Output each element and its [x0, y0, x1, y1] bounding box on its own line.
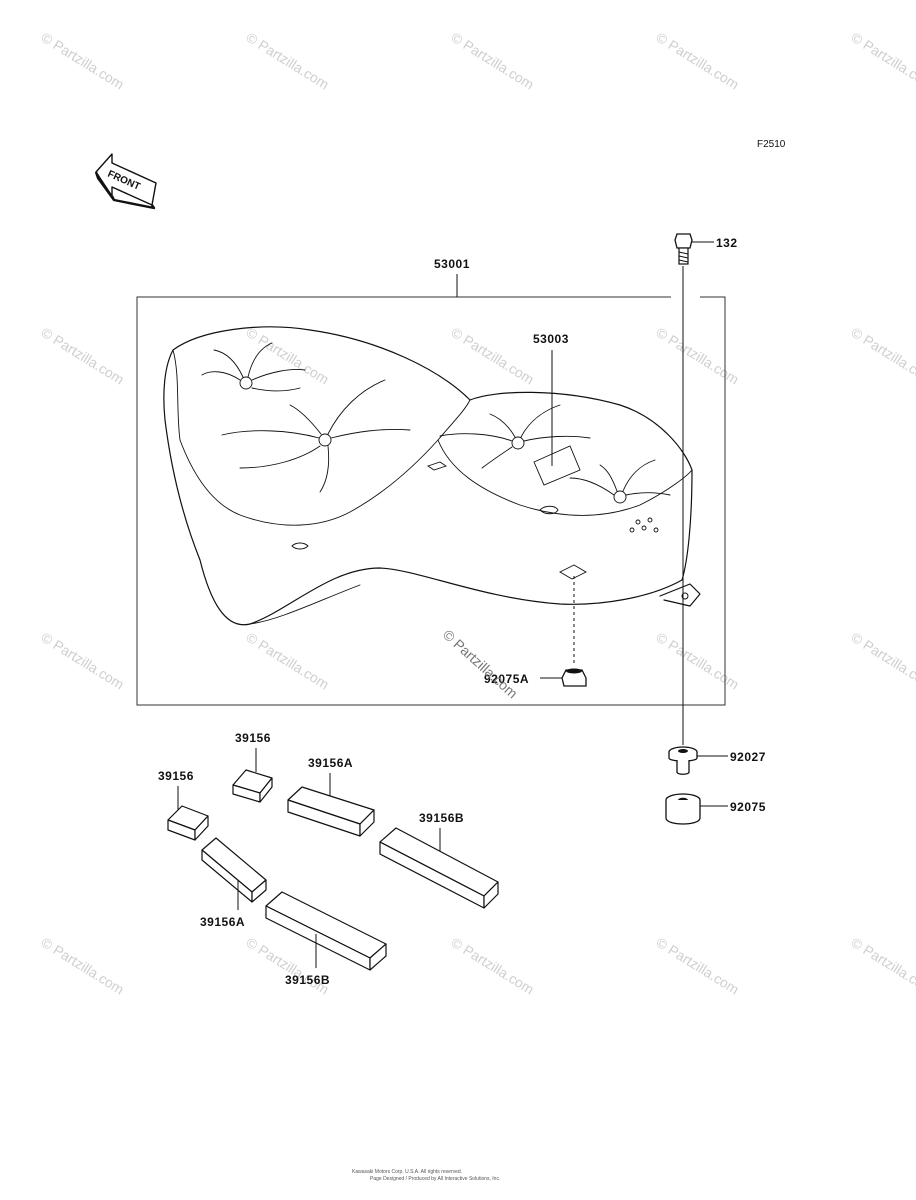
watermark: © Partzilla.com [848, 324, 916, 388]
label-39156b-right: 39156B [419, 811, 464, 825]
pad-39156a-top: 39156A [287, 756, 375, 837]
watermark: © Partzilla.com [653, 629, 741, 693]
watermark: © Partzilla.com [848, 629, 916, 693]
label-92027: 92027 [730, 750, 766, 764]
watermark: © Partzilla.com [243, 29, 331, 93]
footer-line-1: Kawasaki Motors Corp. U.S.A. All rights … [352, 1169, 462, 1175]
watermark: © Partzilla.com [653, 29, 741, 93]
label-39156-top: 39156 [235, 731, 271, 745]
label-92075a: 92075A [484, 672, 529, 686]
label-39156a-bottom: 39156A [200, 915, 245, 929]
seat-frame: 53001 [136, 257, 726, 706]
pad-39156b-right: 39156B [379, 811, 499, 909]
label-53001: 53001 [434, 257, 470, 271]
bolt-132: 132 [674, 233, 738, 745]
watermark: © Partzilla.com [243, 629, 331, 693]
seat-illustration: 53003 [163, 326, 701, 626]
label-132: 132 [716, 236, 738, 250]
collar-92027: 92027 [668, 746, 766, 775]
pad-39156-top: 39156 [232, 731, 273, 803]
watermark: © Partzilla.com [448, 324, 536, 388]
label-53003: 53003 [533, 332, 569, 346]
center-watermark: © Partzilla.com [440, 626, 521, 701]
pad-39156b-bottom: 39156B [265, 891, 387, 987]
watermark: © Partzilla.com [38, 934, 126, 998]
damper-92075a: 92075A [484, 576, 587, 687]
watermark: © Partzilla.com [653, 934, 741, 998]
damper-92075: 92075 [665, 793, 766, 825]
label-92075: 92075 [730, 800, 766, 814]
watermark-layer: © Partzilla.com © Partzilla.com © Partzi… [38, 29, 916, 998]
watermark: © Partzilla.com [448, 29, 536, 93]
pad-39156-left: 39156 [158, 769, 209, 841]
watermark: © Partzilla.com [848, 29, 916, 93]
label-39156-left: 39156 [158, 769, 194, 783]
pad-39156a-bottom: 39156A [200, 837, 267, 929]
watermark: © Partzilla.com [38, 29, 126, 93]
label-39156b-bottom: 39156B [285, 973, 330, 987]
front-arrow-icon: FRONT [94, 153, 157, 210]
footer-line-2: Page Designed / Produced by All Interact… [370, 1176, 500, 1182]
label-39156a-top: 39156A [308, 756, 353, 770]
figure-code: F2510 [757, 139, 786, 150]
watermark: © Partzilla.com [38, 629, 126, 693]
watermark: © Partzilla.com [848, 934, 916, 998]
watermark: © Partzilla.com [653, 324, 741, 388]
watermark: © Partzilla.com [448, 934, 536, 998]
watermark: © Partzilla.com [38, 324, 126, 388]
